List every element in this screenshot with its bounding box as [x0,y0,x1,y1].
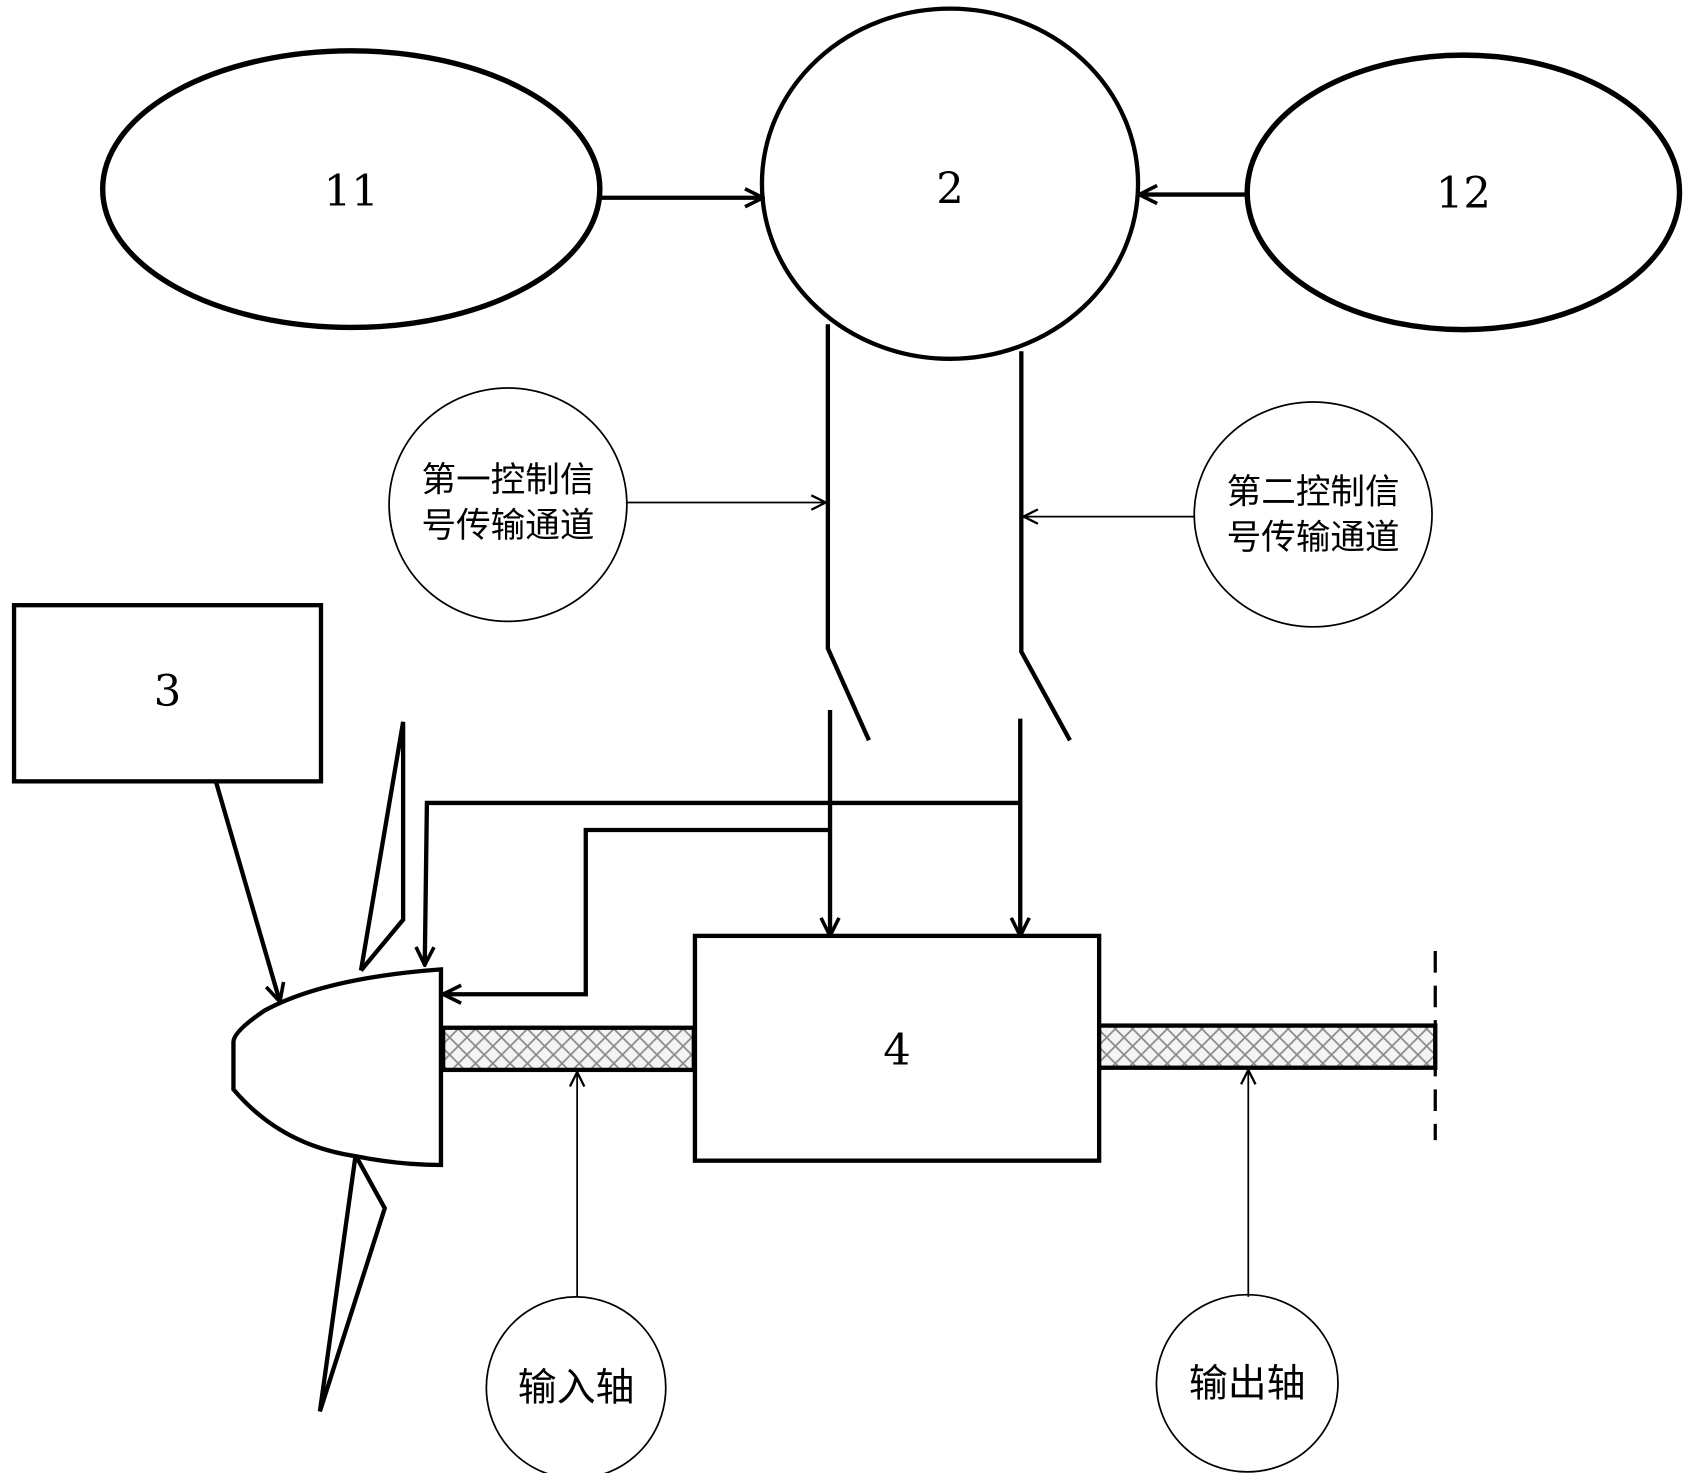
arrow-3-to-hub [216,782,280,1001]
second-channel-bubble [1194,402,1432,627]
node-2-label: 2 [936,164,964,214]
propeller-blade-upper [361,722,403,971]
output-shaft-label: 输出轴 [1189,1361,1306,1406]
node-4: 4 [695,936,1099,1161]
second-channel-callout: 第二控制信 号传输通道 [1023,402,1432,627]
input-shaft [443,1028,694,1070]
first-channel-bubble [389,388,627,621]
second-branch-to-hub [425,803,1021,965]
propeller-hub [233,969,441,1165]
first-branch-to-hub [443,830,830,994]
first-channel-callout: 第一控制信 号传输通道 [389,388,826,621]
node-11: 11 [103,51,600,328]
node-11-label: 11 [324,166,379,216]
output-shaft [1099,1026,1435,1068]
output-shaft-callout: 输出轴 [1156,1070,1338,1472]
input-shaft-label: 输入轴 [518,1366,635,1411]
node-2: 2 [762,9,1138,359]
second-channel-line [1021,351,1070,740]
propeller-blade-lower [320,1155,385,1411]
second-channel-line1: 第二控制信 [1227,473,1400,513]
node-12: 12 [1247,55,1679,329]
first-channel-line2: 号传输通道 [422,506,595,546]
node-4-label: 4 [883,1025,911,1075]
node-3-label: 3 [154,667,182,717]
first-channel-line [828,324,869,740]
first-channel-line1: 第一控制信 [422,461,595,501]
node-12-label: 12 [1436,168,1491,218]
second-channel-line2: 号传输通道 [1227,518,1400,558]
input-shaft-callout: 输入轴 [486,1072,665,1473]
node-3: 3 [14,605,321,781]
